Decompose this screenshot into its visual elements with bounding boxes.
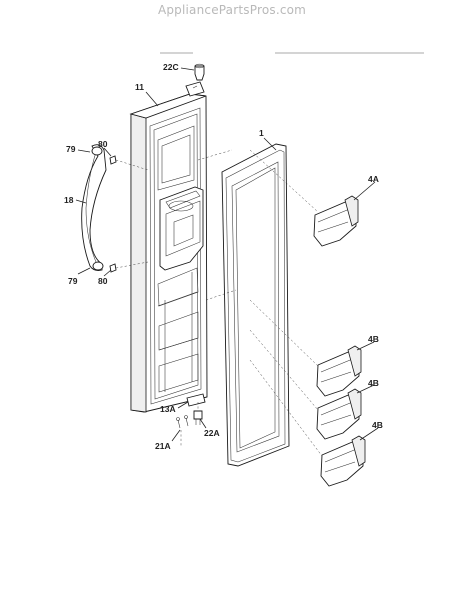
alignment-lines — [115, 149, 323, 457]
label-18: 18 — [64, 195, 74, 205]
door-bin-1 — [316, 345, 362, 397]
label-21a: 21A — [155, 441, 171, 451]
door-bin-2 — [316, 388, 362, 440]
label-4b-3: 4B — [372, 420, 383, 430]
label-79-bottom: 79 — [68, 276, 78, 286]
callout-labels: 22C 11 1 79 80 18 79 80 4A 4B 4B 4B 13A … — [64, 62, 383, 451]
label-80-bottom: 80 — [98, 276, 108, 286]
label-4b-2: 4B — [368, 378, 379, 388]
label-79-top: 79 — [66, 144, 76, 154]
door-gasket — [221, 143, 290, 467]
label-4b-1: 4B — [368, 334, 379, 344]
bottom-hinge-parts — [176, 393, 206, 429]
label-1: 1 — [259, 128, 264, 138]
door-bin-3 — [320, 435, 366, 487]
label-13a: 13A — [160, 404, 176, 414]
watermark: AppliancePartsPros.com — [157, 3, 307, 17]
label-11: 11 — [135, 82, 144, 92]
label-80-top: 80 — [98, 139, 108, 149]
top-hinge-cap — [194, 63, 205, 81]
door-bin-top — [313, 195, 359, 247]
handle-screws — [109, 155, 117, 273]
label-22a: 22A — [204, 428, 220, 438]
label-22c: 22C — [163, 62, 179, 72]
door-handle — [81, 144, 107, 271]
leader-lines — [75, 67, 379, 442]
door-assembly — [129, 81, 208, 413]
label-4a: 4A — [368, 174, 379, 184]
